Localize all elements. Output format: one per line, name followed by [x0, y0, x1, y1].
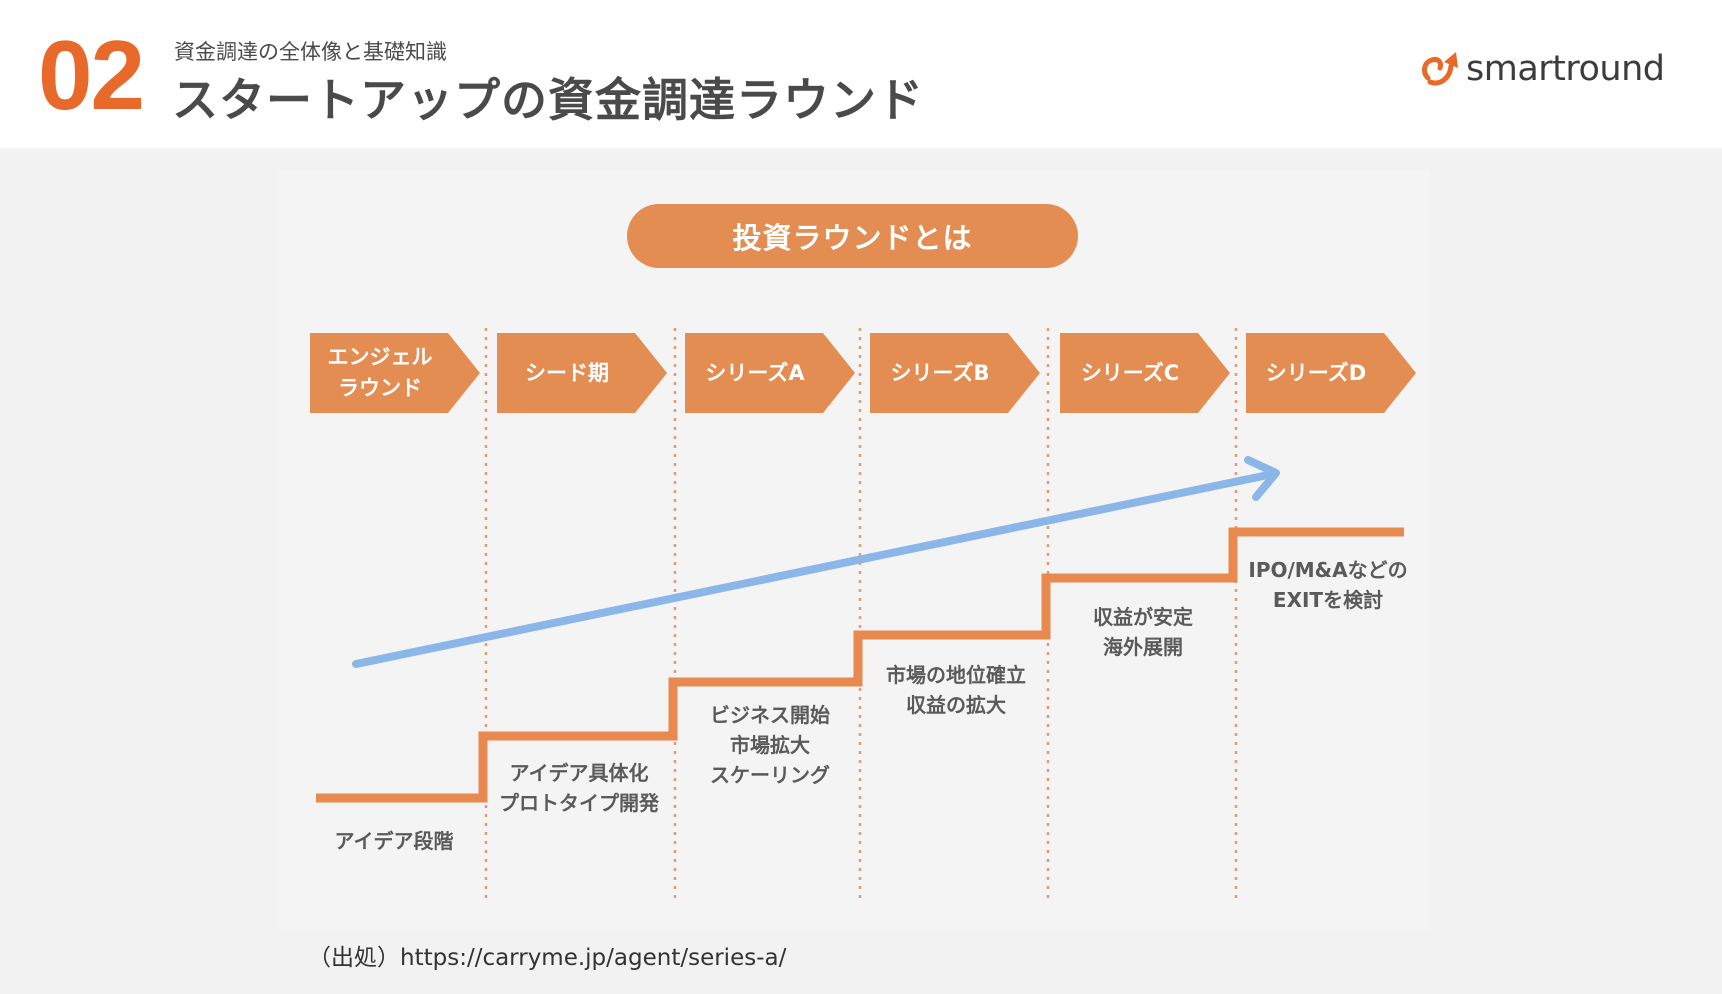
description-series-a: ビジネス開始 市場拡大 スケーリング	[710, 703, 830, 787]
slide-number: 02	[38, 20, 145, 130]
stage-label-series-a: シリーズA	[705, 360, 805, 385]
diagram-heading: 投資ラウンドとは	[627, 204, 1078, 268]
stage-label-series-d: シリーズD	[1265, 360, 1367, 385]
logo: smartround	[1418, 44, 1665, 94]
description-seed: アイデア具体化 プロトタイプ開発	[499, 761, 659, 815]
logo-text: smartround	[1466, 49, 1665, 89]
stage-arrow-angel	[310, 333, 480, 413]
stage-arrow-series-c	[1060, 333, 1230, 413]
stage-label-seed: シード期	[525, 360, 609, 385]
stage-arrow-series-a	[685, 333, 855, 413]
arrow-swirl-icon	[1422, 52, 1458, 86]
description-series-d: IPO/M&Aなどの EXITを検討	[1248, 558, 1408, 612]
header: 02 資金調達の全体像と基礎知識 スタートアップの資金調達ラウンド smartr…	[0, 0, 1722, 148]
trend-arrow-head	[1244, 456, 1280, 501]
section-subtitle: 資金調達の全体像と基礎知識	[174, 40, 447, 64]
source-citation: （出処）https://carryme.jp/agent/series-a/	[308, 945, 787, 971]
investment-round-diagram: 投資ラウンドとは エンジェル ラウンド シード期 シリーズA シリーズB シリー…	[278, 170, 1430, 931]
stage-label-series-c: シリーズC	[1080, 360, 1180, 385]
description-angel: アイデア段階	[334, 829, 454, 853]
stage-arrow-series-b	[870, 333, 1040, 413]
growth-step-line	[316, 527, 1404, 803]
stage-label-series-b: シリーズB	[890, 360, 990, 385]
trend-arrow	[352, 471, 1272, 668]
stage-arrow-series-d	[1246, 333, 1416, 413]
stage-label-angel: エンジェル ラウンド	[327, 345, 433, 400]
page-title: スタートアップの資金調達ラウンド	[172, 73, 924, 127]
stage-arrow-seed	[497, 333, 667, 413]
diagram-graphics	[310, 328, 1416, 900]
description-series-b: 市場の地位確立 収益の拡大	[886, 663, 1026, 717]
description-series-c: 収益が安定 海外展開	[1093, 605, 1193, 659]
